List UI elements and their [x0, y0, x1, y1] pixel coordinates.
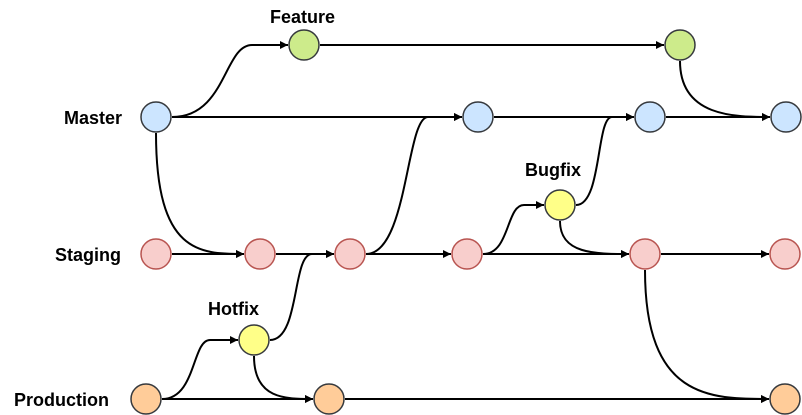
edge-hotfix-to-staging-3: [269, 250, 334, 341]
staging-commit-node: [140, 238, 172, 270]
production-commit-node: [130, 383, 162, 415]
production-commit-node: [769, 383, 801, 415]
edge-staging-5-to-production-3: [644, 269, 770, 403]
bugfix-branch-label: Bugfix: [525, 160, 581, 180]
hotfix-commit-node: [238, 324, 270, 356]
edges: [155, 41, 771, 403]
staging-commit-node: [769, 238, 801, 270]
edge-staging-3-to-master-2: [365, 113, 462, 255]
staging-commit-node: [334, 238, 366, 270]
production-commit-node: [313, 383, 345, 415]
feature-commit-node: [664, 29, 696, 61]
staging-commit-node: [244, 238, 276, 270]
feature-commit-node: [288, 29, 320, 61]
edge-bugfix-to-staging-5: [559, 220, 630, 258]
feature-branch-label: Feature: [270, 7, 335, 27]
nodes: [130, 29, 802, 415]
labels: Master Staging Production Feature Bugfix…: [14, 7, 581, 410]
edge-feature-2-to-master-4: [679, 60, 771, 121]
master-commit-node: [462, 101, 494, 133]
staging-branch-label: Staging: [55, 245, 121, 265]
edge-master-to-staging-2: [155, 132, 245, 258]
edge-hotfix-to-production-2: [253, 355, 314, 403]
bugfix-commit-node: [544, 189, 576, 221]
edge-production-to-hotfix: [161, 336, 238, 400]
master-commit-node: [770, 101, 802, 133]
staging-commit-node: [451, 238, 483, 270]
production-branch-label: Production: [14, 390, 109, 410]
staging-commit-node: [629, 238, 661, 270]
edge-bugfix-to-master-3: [575, 113, 634, 206]
edge-staging-4-to-bugfix: [482, 201, 544, 255]
edge-master-to-feature: [171, 41, 288, 118]
hotfix-branch-label: Hotfix: [208, 299, 259, 319]
master-commit-node: [140, 101, 172, 133]
master-commit-node: [634, 101, 666, 133]
master-branch-label: Master: [64, 108, 122, 128]
